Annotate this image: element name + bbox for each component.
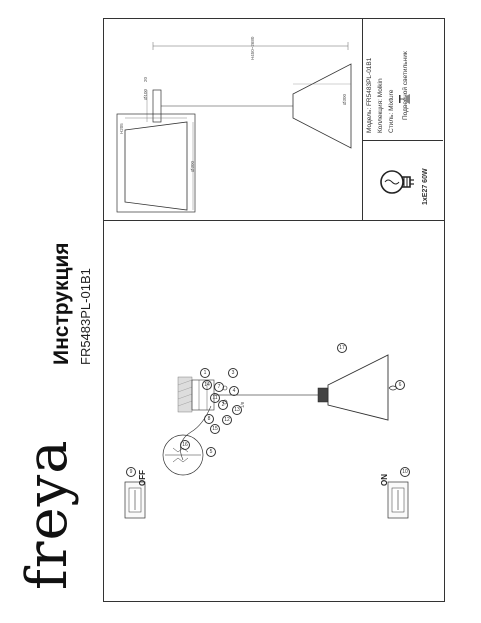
- dim-height-range: H450~2680: [250, 36, 255, 60]
- brand-logo: freya: [15, 439, 80, 590]
- dim-canopy-height: 20: [143, 76, 148, 82]
- ceiling-lamp-icon: [399, 94, 410, 104]
- step-number: 17: [337, 343, 347, 353]
- dim-canopy-diameter: Ø100: [143, 88, 148, 100]
- step-number: 3: [228, 368, 238, 378]
- page-title: Инструкция: [50, 242, 73, 365]
- mid-label: 1/8: [240, 401, 245, 408]
- step-number: 12: [222, 415, 232, 425]
- step-number: 15: [210, 424, 220, 434]
- step-number: 10: [400, 467, 410, 477]
- spec-style: Стиль: Mixture: [388, 89, 395, 133]
- spec-collection: Коллекция: Molkin: [377, 78, 384, 133]
- dim-front-diameter: Ø300: [190, 160, 195, 172]
- step-number: 8: [204, 414, 214, 424]
- step-number: 6: [395, 380, 405, 390]
- step-number: 1: [200, 368, 210, 378]
- step-number: 5: [206, 447, 216, 457]
- step-number: 14: [202, 380, 212, 390]
- step-number: 13: [232, 405, 242, 415]
- bulb-power: 1xE27 60W: [422, 168, 429, 205]
- installation-drawing: [124, 354, 409, 519]
- step-number: 2: [218, 400, 228, 410]
- step-number: 11: [210, 393, 220, 403]
- spec-divider: [362, 18, 363, 221]
- model-code: FR5483PL-01B1: [78, 268, 93, 365]
- spec-frame: [103, 18, 445, 222]
- dim-shade-height: H205: [119, 123, 124, 134]
- step-number: 4: [229, 386, 239, 396]
- installation-frame: [103, 220, 445, 602]
- dim-shade-diameter: Ø300: [342, 93, 347, 105]
- step-number: 16: [180, 440, 190, 450]
- switch-off-label: OFF: [138, 470, 147, 486]
- step-number: 7: [214, 382, 224, 392]
- step-number: 9: [126, 467, 136, 477]
- light-bulb-icon: [380, 170, 414, 194]
- spec-drawings: [116, 42, 352, 213]
- spec-model: Модель: FR5483PL-01B1: [366, 57, 373, 133]
- switch-on-label: ON: [380, 474, 389, 486]
- spec-row-divider: [362, 140, 443, 141]
- spec-type: Подвесной светильник: [402, 51, 409, 120]
